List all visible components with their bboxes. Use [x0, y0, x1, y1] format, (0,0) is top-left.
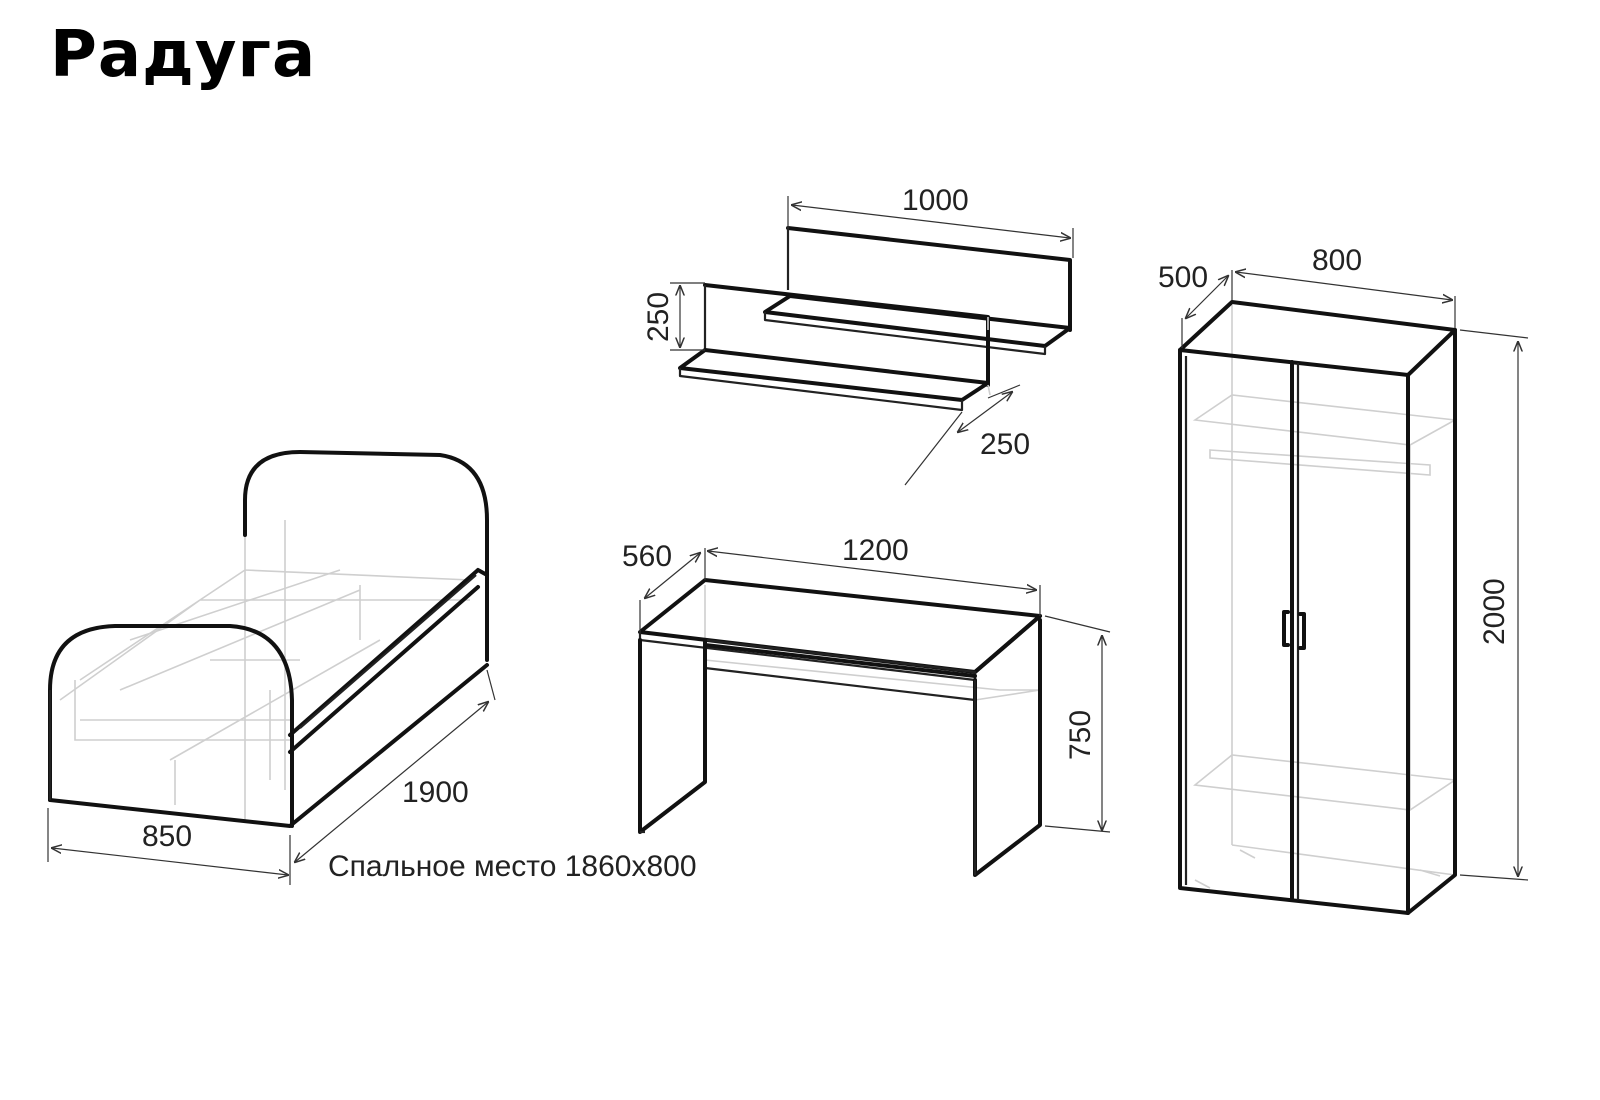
bed-width-label: 850: [142, 820, 192, 853]
wardrobe-height-label: 2000: [1478, 578, 1511, 645]
desk-width-label: 1200: [842, 534, 909, 567]
bed-length-label: 1900: [402, 776, 469, 809]
wardrobe-depth-label: 500: [1158, 261, 1208, 294]
page-title: Радуга: [50, 18, 317, 92]
wardrobe-width-label: 800: [1312, 244, 1362, 277]
shelf-width-label: 1000: [902, 184, 969, 217]
desk-height-label: 750: [1064, 710, 1097, 760]
desk-depth-label: 560: [622, 540, 672, 573]
bed-frame-ghost: [59, 520, 471, 820]
shelf-depth-label: 250: [980, 428, 1030, 461]
bed-drawing: 850 1900 Спальное место 1860х800: [47, 450, 697, 885]
wardrobe-drawing: 500 800 2000: [1158, 244, 1529, 915]
desk-drawing: 560 1200 750: [622, 534, 1111, 877]
shelf-drawing: 1000 250 250: [642, 184, 1074, 486]
shelf-height-label: 250: [642, 292, 675, 342]
sleeping-place-caption: Спальное место 1860х800: [328, 850, 697, 883]
